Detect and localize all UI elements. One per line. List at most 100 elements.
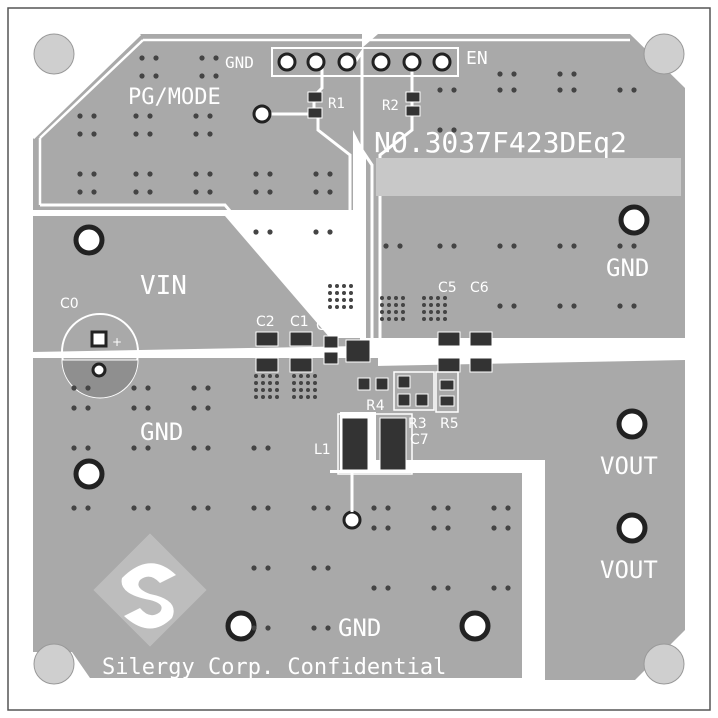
via	[443, 317, 447, 321]
via	[511, 71, 517, 77]
via	[451, 243, 457, 249]
test-point-vout-2[interactable]	[616, 512, 648, 544]
via	[153, 73, 159, 79]
via	[436, 296, 440, 300]
test-point-gnd-bottom-1[interactable]	[225, 610, 257, 642]
ic-u1[interactable]	[345, 339, 371, 363]
via	[371, 525, 377, 531]
capacitor-c6-pad[interactable]	[469, 331, 493, 347]
via	[505, 525, 511, 531]
via	[394, 303, 398, 307]
via	[571, 303, 577, 309]
via	[327, 229, 333, 235]
via	[71, 505, 77, 511]
via	[268, 388, 272, 392]
via	[254, 388, 258, 392]
resistor-r2-pad[interactable]	[405, 105, 421, 117]
resistor-r3-pad[interactable]	[415, 393, 429, 407]
via	[383, 243, 389, 249]
capacitor-c3-pad[interactable]	[323, 351, 339, 365]
header-pin-en-b[interactable]	[432, 52, 452, 72]
via	[387, 296, 391, 300]
via	[267, 189, 273, 195]
capacitor-c5-pad[interactable]	[437, 357, 461, 373]
via	[133, 171, 139, 177]
via	[199, 73, 205, 79]
via	[299, 381, 303, 385]
test-point-gnd-left[interactable]	[73, 458, 105, 490]
resistor-r1-pad[interactable]	[307, 107, 323, 119]
via	[380, 317, 384, 321]
resistor-r4-pad[interactable]	[375, 377, 389, 391]
resistor-r5-outline	[435, 371, 459, 413]
test-point-vin[interactable]	[73, 224, 105, 256]
vin-trace	[353, 47, 374, 338]
via	[207, 189, 213, 195]
capacitor-c6-pad[interactable]	[469, 357, 493, 373]
inductor-l1-pad[interactable]	[341, 417, 369, 471]
via	[443, 296, 447, 300]
via	[85, 385, 91, 391]
board-number-bar	[376, 158, 681, 196]
vout-label-2: VOUT	[600, 556, 658, 584]
header-pin-pg[interactable]	[306, 52, 326, 72]
header-label-en: EN	[466, 48, 488, 69]
via	[313, 381, 317, 385]
via	[443, 310, 447, 314]
capacitor-c1-pad[interactable]	[289, 331, 313, 347]
via	[631, 87, 637, 93]
capacitor-c0[interactable]	[61, 313, 139, 399]
pin-header	[271, 47, 459, 77]
via	[133, 113, 139, 119]
resistor-r3-pad[interactable]	[397, 375, 411, 389]
capacitor-c5-pad[interactable]	[437, 331, 461, 347]
designator-r1: R1	[328, 96, 345, 112]
resistor-r2-pad[interactable]	[405, 91, 421, 103]
header-pin-vin-a[interactable]	[337, 52, 357, 72]
capacitor-c1-pad[interactable]	[289, 357, 313, 373]
via	[275, 381, 279, 385]
via	[91, 131, 97, 137]
via	[207, 171, 213, 177]
capacitor-c7-pad[interactable]	[379, 417, 407, 471]
via	[436, 310, 440, 314]
designator-c3: C3	[316, 318, 335, 334]
test-point-pg[interactable]	[252, 104, 272, 124]
via	[207, 131, 213, 137]
header-pin-en-a[interactable]	[402, 52, 422, 72]
via	[571, 71, 577, 77]
test-point-vout-1[interactable]	[616, 408, 648, 440]
pg-mode-label: PG/MODE	[128, 85, 221, 110]
capacitor-c2-pad[interactable]	[255, 331, 279, 347]
resistor-r5-pad[interactable]	[439, 379, 455, 391]
via	[292, 381, 296, 385]
header-pin-gnd[interactable]	[277, 52, 297, 72]
resistor-r1-pad[interactable]	[307, 91, 323, 103]
via	[505, 585, 511, 591]
via	[292, 395, 296, 399]
test-point-sw[interactable]	[342, 510, 362, 530]
test-point-gnd-right[interactable]	[618, 204, 650, 236]
resistor-r3-pad[interactable]	[397, 393, 411, 407]
test-point-gnd-bottom-2[interactable]	[459, 610, 491, 642]
via	[335, 291, 339, 295]
resistor-r4-pad[interactable]	[357, 377, 371, 391]
via	[199, 55, 205, 61]
via	[380, 303, 384, 307]
resistor-r5-pad[interactable]	[439, 395, 455, 407]
via	[327, 189, 333, 195]
via	[71, 405, 77, 411]
via	[147, 113, 153, 119]
via	[429, 296, 433, 300]
via	[145, 505, 151, 511]
via	[451, 87, 457, 93]
capacitor-c3-pad[interactable]	[323, 335, 339, 349]
via	[147, 171, 153, 177]
header-pin-vin-b[interactable]	[371, 52, 391, 72]
via	[497, 243, 503, 249]
capacitor-c2-pad[interactable]	[255, 357, 279, 373]
via	[131, 385, 137, 391]
via	[422, 296, 426, 300]
via	[387, 317, 391, 321]
